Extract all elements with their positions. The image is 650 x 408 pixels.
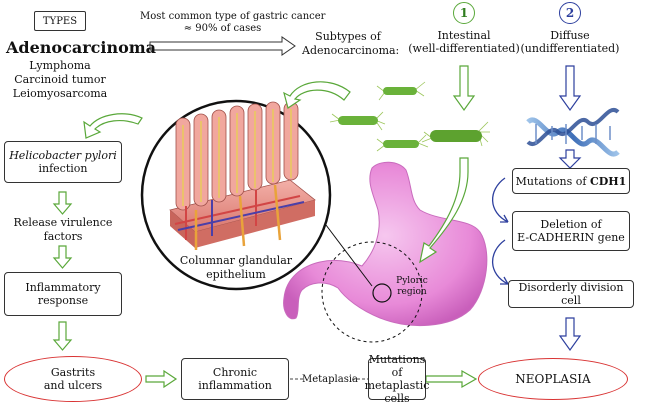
e-cadherin-deletion-box: Deletion of E-CADHERIN gene xyxy=(512,211,630,251)
deletion-line1: Deletion of xyxy=(540,218,602,231)
green-arrow-intestinal-down xyxy=(452,65,476,112)
pyloric-label-line2: region xyxy=(397,287,427,297)
disorderly-division-box: Disorderly division cell xyxy=(508,280,634,308)
epithelium-label-line2: epithelium xyxy=(206,268,266,281)
diffuse-line1: Diffuse xyxy=(550,29,590,42)
blue-arrow-dna-to-cdh1 xyxy=(558,149,582,169)
types-label-box: TYPES xyxy=(34,11,86,31)
epithelium-label-line1: Columnar glandular xyxy=(179,254,293,267)
intestinal-line2: (well-differentiated) xyxy=(408,42,520,55)
virulence-line2: factors xyxy=(43,230,83,243)
hpylori-name: Helicobacter pylori xyxy=(9,149,117,162)
green-arrow-mutations-to-neoplasia xyxy=(425,369,478,389)
intestinal-number-badge: 1 xyxy=(453,2,475,24)
gastritis-line1: Gastrits xyxy=(50,366,96,379)
type-item-3: Leiomyosarcoma xyxy=(12,87,108,100)
neoplasia-label: NEOPLASIA xyxy=(515,371,591,386)
subtypes-label-line1: Subtypes of xyxy=(315,30,381,43)
green-arrow-left-2 xyxy=(52,245,73,269)
deletion-line2: E-CADHERIN gene xyxy=(517,231,625,244)
subtypes-label-line2: Adenocarcinoma: xyxy=(302,44,400,57)
pyloric-region-marker xyxy=(321,241,423,343)
common-note-line2: ≈ 90% of cases xyxy=(183,23,262,34)
cdh1-mutation-box: Mutations of CDH1 xyxy=(512,168,630,194)
bacterium-3 xyxy=(376,134,429,152)
green-arrow-bacteria-to-stomach xyxy=(419,157,469,264)
bacterium-2 xyxy=(376,81,426,101)
green-curved-arrow-top xyxy=(283,81,351,109)
bacterium-4 xyxy=(421,121,490,147)
cdh1-gene: CDH1 xyxy=(589,174,627,188)
blue-arrow-diffuse-down xyxy=(558,65,582,112)
intestinal-line1: Intestinal xyxy=(437,29,491,42)
types-label: TYPES xyxy=(42,15,78,27)
blue-curved-arrows xyxy=(492,177,509,285)
disorderly-label: Disorderly division cell xyxy=(518,281,624,307)
virulence-line1: Release virulence xyxy=(13,216,113,229)
gastritis-line2: and ulcers xyxy=(43,379,103,392)
metaplasia-label: Metaplasia xyxy=(302,374,358,385)
bacteria-group xyxy=(329,81,490,152)
pyloric-label-line1: Pyloric xyxy=(396,276,428,286)
neoplasia-oval: NEOPLASIA xyxy=(478,358,628,400)
green-arrow-left-1 xyxy=(52,191,73,215)
magnifier-connector-line xyxy=(325,224,373,287)
cdh1-prefix: Mutations of xyxy=(515,174,590,188)
hpylori-infection-box: Helicobacter pylori infection xyxy=(4,141,122,183)
green-arrow-gastritis-to-chronic xyxy=(145,369,178,389)
hpylori-infection-text: infection xyxy=(38,162,88,175)
mutations-line1: Mutations of xyxy=(368,353,426,379)
type-item-1: Lymphoma xyxy=(29,59,91,72)
bacterium-1 xyxy=(329,111,386,131)
chronic-line1: Chronic xyxy=(212,366,258,379)
green-arrow-left-3 xyxy=(52,321,73,351)
green-curved-arrow-left xyxy=(83,113,143,139)
diffuse-line2: (undifferentiated) xyxy=(520,42,620,55)
diffuse-number-badge: 2 xyxy=(559,2,581,24)
adenocarcinoma-title: Adenocarcinoma xyxy=(6,38,157,57)
inflammatory-line2: response xyxy=(37,294,89,307)
dna-helix-icon xyxy=(526,107,620,157)
mutations-line2: metaplastic cells xyxy=(364,379,430,405)
mutations-metaplastic-box: Mutations of metaplastic cells xyxy=(365,353,430,405)
chronic-line2: inflammation xyxy=(198,379,272,392)
type-item-2: Carcinoid tumor xyxy=(14,73,106,86)
common-note-line1: Most common type of gastric cancer xyxy=(140,11,326,22)
gastric-gland-tissue xyxy=(169,101,316,250)
inflammatory-line1: Inflammatory xyxy=(25,281,101,294)
chronic-inflammation-box: Chronic inflammation xyxy=(181,358,289,400)
gastritis-ulcers-oval: Gastrits and ulcers xyxy=(4,356,142,402)
outline-arrow-to-subtypes xyxy=(149,36,296,56)
inflammatory-response-box: Inflammatory response xyxy=(4,272,122,316)
blue-arrow-to-neoplasia xyxy=(558,317,582,352)
